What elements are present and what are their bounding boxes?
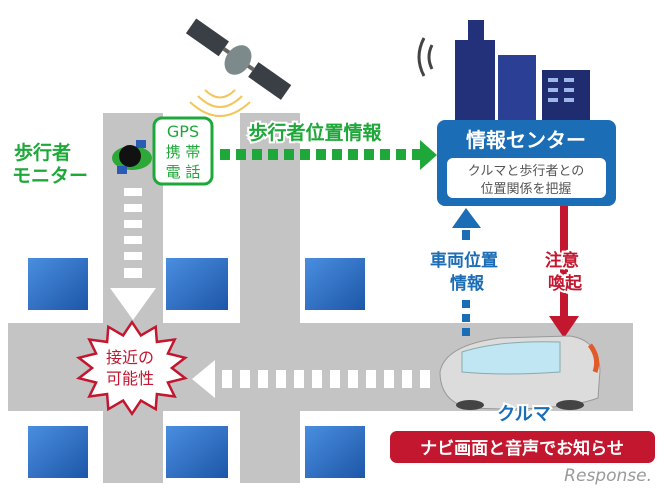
info-center-desc-line2: 位置関係を把握	[480, 182, 571, 197]
navi-banner-text: ナビ画面と音声でお知らせ	[420, 438, 624, 459]
vehicle-location-line1: 車両位置	[430, 250, 498, 271]
danger-line1: 接近の	[106, 348, 154, 367]
gps-label: GPS	[167, 122, 199, 141]
building-blocks	[28, 258, 365, 478]
car-direction-arrow	[192, 360, 430, 398]
car-icon	[439, 335, 601, 410]
alert-label: 注意 喚起	[545, 250, 585, 294]
response-watermark: Response.	[564, 466, 652, 486]
block	[305, 426, 365, 478]
pedestrian-monitor-line2: モニター	[12, 165, 88, 187]
danger-line2: 可能性	[106, 369, 154, 388]
info-center-title: 情報センター	[466, 128, 586, 152]
alert-line1: 注意	[545, 250, 579, 271]
block	[166, 258, 228, 310]
info-center-desc-line1: クルマと歩行者との	[468, 164, 584, 179]
block	[166, 426, 228, 478]
pedestrian-walking-arrow	[110, 188, 156, 320]
block	[28, 258, 88, 310]
satellite-icon	[185, 18, 292, 117]
vehicle-location-arrow	[452, 208, 481, 336]
alert-line2: 喚起	[548, 273, 583, 294]
pedestrian-monitor-line1: 歩行者	[14, 141, 71, 164]
gps-phone-box: GPS 携 帯 電 話	[152, 116, 214, 186]
vehicle-location-label: 車両位置 情報	[430, 250, 504, 294]
pedestrian-icon	[112, 140, 152, 174]
navi-notification-banner: ナビ画面と音声でお知らせ	[390, 431, 655, 463]
pedestrian-location-arrow	[220, 140, 437, 170]
block	[28, 426, 88, 478]
pedestrian-monitor-label: 歩行者 モニター	[12, 141, 88, 187]
vehicle-location-line2: 情報	[450, 273, 485, 294]
phone-label-line1: 携 帯	[166, 143, 201, 161]
pedestrian-location-label: 歩行者位置情報	[248, 121, 382, 144]
building-towers	[417, 20, 590, 122]
info-center-box: 情報センター クルマと歩行者との 位置関係を把握	[437, 120, 616, 206]
block	[305, 258, 365, 310]
phone-label-line2: 電 話	[166, 163, 201, 181]
alert-arrow	[549, 206, 579, 338]
car-label: クルマ	[497, 404, 550, 425]
road-vertical-middle	[240, 113, 300, 483]
danger-starburst: 接近の 可能性	[75, 319, 189, 417]
